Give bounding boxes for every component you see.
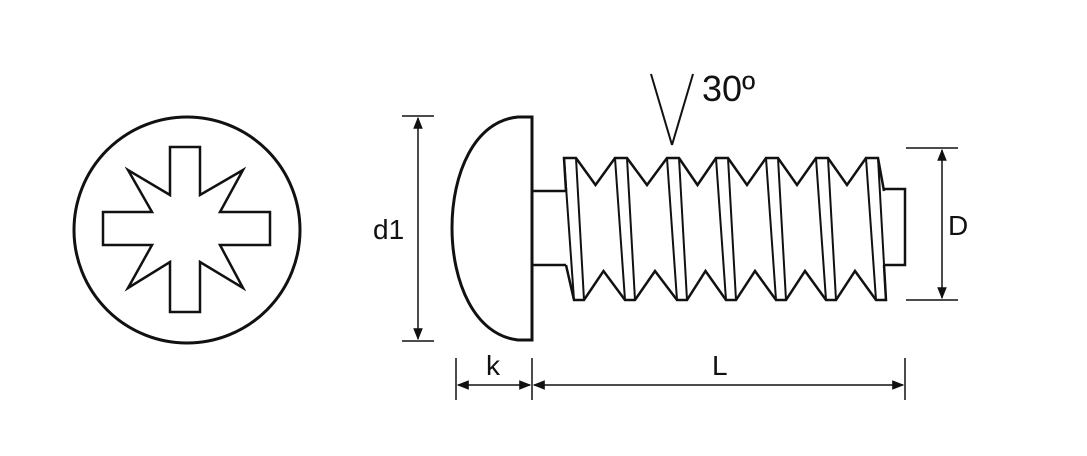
angle-line-right	[671, 73, 694, 146]
thread-flank-line	[614, 157, 626, 301]
L-label: L	[712, 350, 728, 381]
d1-label: d1	[373, 214, 404, 245]
angle-line-left	[650, 73, 673, 146]
screw-head	[450, 115, 534, 342]
thread-flank-line	[827, 157, 837, 301]
screw-tip	[884, 187, 907, 267]
thread-profile	[562, 156, 888, 302]
thread-bottom-outline	[564, 264, 888, 302]
thread-flank-line	[777, 157, 787, 301]
thread-top-outline	[562, 156, 886, 192]
dimension-d1: d1	[373, 115, 434, 342]
thread-flank-line	[877, 157, 887, 301]
D-label: D	[948, 210, 968, 241]
thread-flank-line	[626, 157, 636, 301]
head-outline-circle	[72, 115, 302, 345]
thread-flank-line	[865, 157, 877, 301]
thread-flank-line	[575, 157, 585, 301]
thread-flank-line	[666, 157, 678, 301]
dimension-L: L	[532, 350, 906, 400]
head-top-view	[72, 115, 302, 345]
thread-flank-line	[715, 157, 727, 301]
pozidriv-recess-icon	[101, 145, 272, 314]
thread-flank-line	[727, 157, 737, 301]
thread-flank-line	[678, 157, 688, 301]
thread-flank-line	[815, 157, 827, 301]
k-label: k	[486, 350, 501, 381]
screw-side-view	[450, 115, 907, 342]
thread-angle-indicator: 30º	[650, 68, 755, 146]
dimension-D: D	[906, 147, 968, 301]
dimension-k: k	[455, 350, 533, 400]
thread-flank-line	[765, 157, 777, 301]
angle-label: 30º	[702, 68, 755, 109]
thread-flank-line	[563, 157, 575, 301]
